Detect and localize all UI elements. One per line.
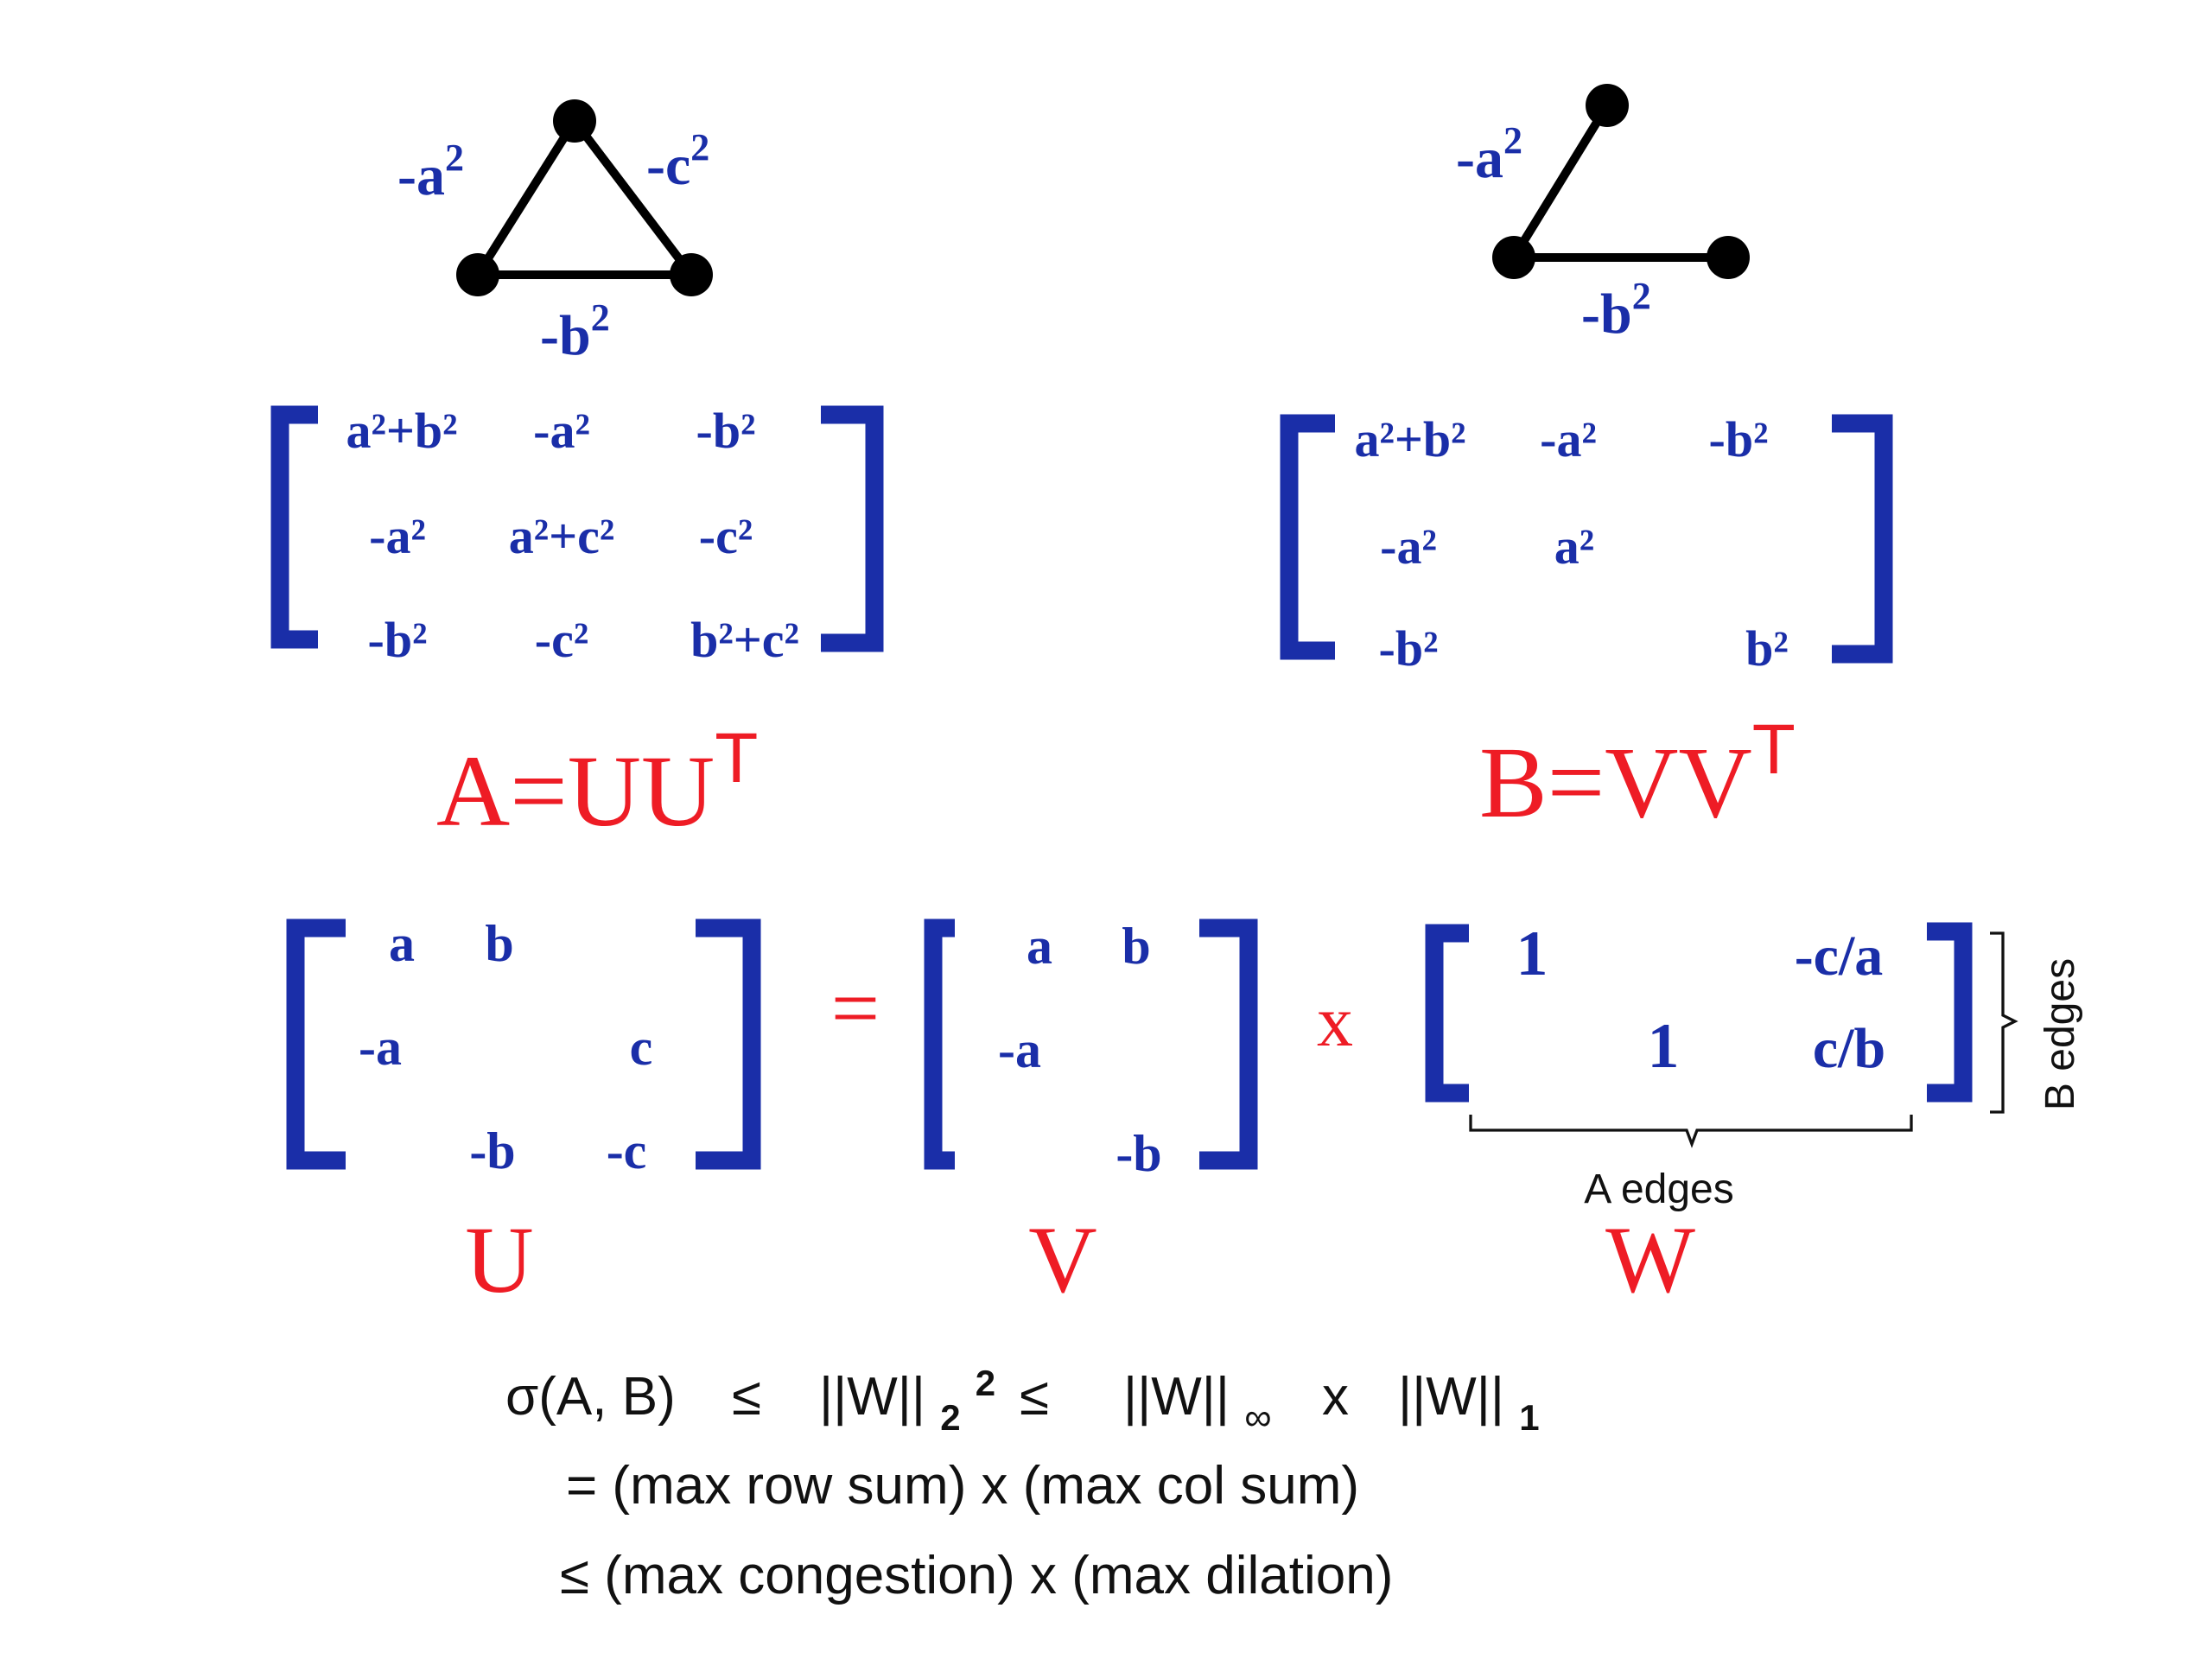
- matrix-a-cell: -b²: [696, 403, 756, 459]
- matrix-a-left-bracket: [270, 405, 318, 649]
- matrix-a-cell: -b²: [368, 612, 428, 668]
- matrix-w: 1 -c/a 1 c/b: [1425, 918, 1973, 1103]
- graph-a: -a2 -c2 -b2: [397, 99, 713, 367]
- matrix-a-cell: -c²: [699, 508, 753, 564]
- graph-a-label-right: -c2: [646, 126, 709, 197]
- equation-a: A=UUT: [436, 719, 758, 848]
- b-edges-label: B edges: [2037, 958, 2083, 1110]
- matrix-b-cell: a²: [1554, 518, 1594, 575]
- b-edges-brace: [1990, 931, 2018, 1114]
- label-u: U: [465, 1207, 533, 1313]
- matrix-b-cell: b²: [1745, 620, 1789, 677]
- graph-a-node-top: [553, 99, 596, 143]
- graph-a-node-right: [670, 253, 713, 296]
- graph-a-label-left: -a2: [397, 137, 464, 207]
- matrix-u-left-bracket: [286, 918, 346, 1170]
- matrix-a-cell: -a²: [369, 508, 426, 564]
- matrix-w-cell: c/b: [1813, 1017, 1885, 1080]
- matrix-b-left-bracket: [1280, 414, 1335, 660]
- matrix-a-cell: -c²: [535, 612, 588, 668]
- graph-b-label-bottom: -b2: [1581, 275, 1651, 346]
- graph-b-label-left: -a2: [1456, 119, 1522, 190]
- a-edges-label: A edges: [1584, 1166, 1733, 1212]
- matrix-b: a²+b² -a² -b² -a² a² -b² b²: [1280, 411, 1893, 677]
- matrix-w-cell: 1: [1516, 918, 1548, 989]
- inequality-line-3: ≤ (max congestion) x (max dilation): [560, 1546, 1393, 1605]
- graph-b-node-top: [1586, 84, 1629, 127]
- matrix-a-cell: a²+c²: [509, 508, 615, 564]
- matrix-a-cell: b²+c²: [690, 612, 799, 668]
- graph-b-node-left: [1492, 236, 1535, 279]
- label-w: W: [1605, 1207, 1695, 1313]
- graph-b-node-right: [1707, 236, 1750, 279]
- matrix-u-right-bracket: [696, 918, 761, 1170]
- matrix-v-cell: b: [1122, 918, 1150, 975]
- matrix-u-cell: -a: [359, 1019, 402, 1076]
- matrix-v-right-bracket: [1199, 918, 1258, 1170]
- graph-b-edge-left: [1510, 103, 1611, 260]
- matrix-u-cell: a: [389, 915, 415, 972]
- equals-sign: =: [831, 960, 880, 1056]
- matrix-v-cell: -a: [998, 1021, 1041, 1078]
- matrix-v-cell: a: [1027, 918, 1052, 975]
- label-v: V: [1028, 1207, 1096, 1313]
- matrix-u-cell: b: [485, 915, 513, 972]
- matrix-b-cell: a²+b²: [1354, 411, 1465, 467]
- matrix-w-cell: -c/a: [1795, 925, 1884, 988]
- matrix-a-cell: -a²: [533, 403, 590, 459]
- matrix-u-cell: c: [630, 1019, 653, 1076]
- graph-b: -a2 -b2: [1456, 84, 1750, 346]
- matrix-b-right-bracket: [1832, 414, 1893, 664]
- inequality-line-2: = (max row sum) x (max col sum): [566, 1456, 1359, 1516]
- matrix-u-cell: -b: [469, 1122, 515, 1179]
- matrix-a-cell: a²+b²: [346, 403, 457, 459]
- a-edges-brace: [1469, 1115, 1913, 1148]
- matrix-w-left-bracket: [1425, 924, 1469, 1103]
- matrix-b-cell: -b²: [1709, 411, 1769, 467]
- matrix-v: a b -a -b: [924, 918, 1258, 1182]
- graph-a-edge-right: [571, 118, 695, 278]
- inequality: σ(A, B) ≤ ||W|| 2 2 ≤ ||W|| ∞ x ||W|| 1 …: [505, 1348, 1540, 1605]
- matrix-b-cell: -a²: [1380, 518, 1437, 575]
- matrix-b-cell: -a²: [1540, 411, 1597, 467]
- times-sign: x: [1317, 982, 1353, 1062]
- graph-a-label-bottom: -b2: [540, 296, 610, 367]
- matrix-b-cell: -b²: [1379, 620, 1439, 677]
- matrix-a: a²+b² -a² -b² -a² a²+c² -c² -b² -c² b²+c…: [270, 403, 884, 668]
- matrix-v-left-bracket: [924, 918, 955, 1170]
- graph-a-edge-left: [474, 118, 579, 277]
- matrix-v-cell: -b: [1116, 1125, 1161, 1182]
- equation-b: B=VVT: [1479, 710, 1796, 839]
- graph-a-node-left: [456, 253, 499, 296]
- matrix-a-right-bracket: [821, 405, 884, 652]
- matrix-u: a b -a c -b -c: [286, 915, 761, 1179]
- inequality-line-1: σ(A, B) ≤ ||W|| 2 2 ≤ ||W|| ∞ x ||W|| 1: [505, 1348, 1540, 1442]
- matrix-w-right-bracket: [1927, 922, 1973, 1103]
- matrix-u-cell: -c: [607, 1122, 647, 1179]
- matrix-w-cell: 1: [1648, 1011, 1680, 1082]
